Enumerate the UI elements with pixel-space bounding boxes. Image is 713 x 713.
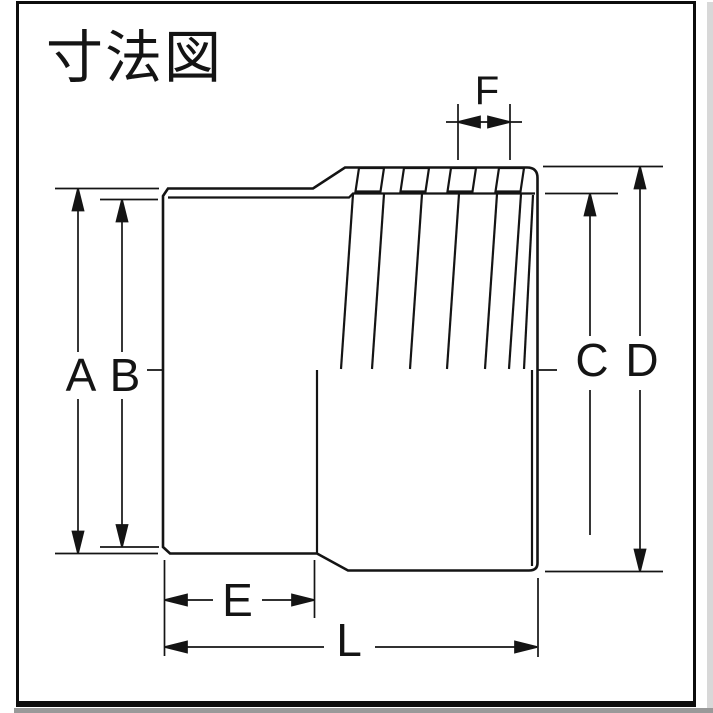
arrow-right-icon (487, 115, 511, 129)
dim-C-label: C (575, 334, 608, 386)
thread-crest (399, 166, 431, 193)
dim-F-label: F (475, 69, 499, 113)
arrow-right-icon (514, 640, 538, 654)
dim-D-label: D (625, 334, 658, 386)
bore-and-root-line (168, 192, 535, 199)
dim-B-label: B (110, 349, 141, 401)
arrow-up-icon (583, 193, 597, 217)
thread-crests (354, 166, 526, 193)
fitting-body (161, 166, 539, 572)
arrow-down-icon (115, 524, 129, 548)
dim-B (100, 198, 159, 548)
dim-D (543, 165, 663, 573)
dim-A (55, 187, 159, 555)
page-frame (14, 1, 713, 713)
thread-line (507, 193, 523, 370)
thread-helix-lines (339, 193, 535, 370)
thread-crest (494, 166, 526, 193)
thread-line (408, 193, 424, 370)
arrow-down-icon (71, 530, 85, 554)
arrow-down-icon (633, 548, 647, 572)
arrow-left-icon (457, 115, 481, 129)
thread-line (445, 193, 461, 370)
dim-F (446, 104, 522, 160)
arrow-right-icon (291, 593, 315, 607)
dim-A-label: A (66, 349, 97, 401)
thread-line (522, 194, 535, 370)
bottom-edge-shadow (14, 708, 713, 713)
drawing-title: 寸法図 (46, 26, 223, 90)
dim-L-label: L (336, 614, 362, 666)
thread-crest (354, 166, 386, 193)
arrow-left-icon (164, 593, 188, 607)
arrow-left-icon (164, 640, 188, 654)
thread-line (483, 193, 499, 370)
dim-L (164, 578, 539, 657)
dim-E (163, 560, 316, 656)
thread-crest (446, 166, 478, 193)
right-edge-shadow (707, 2, 713, 708)
dim-C (545, 192, 618, 535)
thread-line (370, 193, 386, 370)
dim-E-label: E (222, 574, 253, 626)
arrow-up-icon (71, 188, 85, 212)
body-outline (161, 166, 539, 572)
thread-line (339, 193, 355, 370)
arrow-up-icon (115, 199, 129, 223)
frame-bottom-band (16, 701, 696, 707)
arrow-up-icon (633, 166, 647, 190)
